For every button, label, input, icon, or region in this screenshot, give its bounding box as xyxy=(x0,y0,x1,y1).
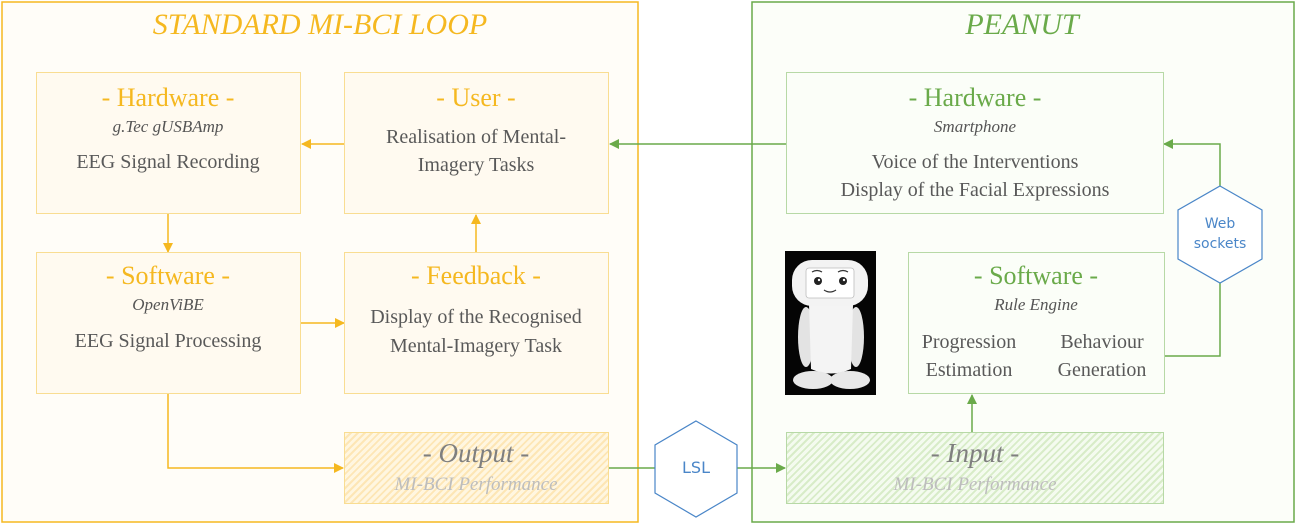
output-box xyxy=(344,432,609,504)
feedback-box xyxy=(344,252,609,394)
right-hardware-box xyxy=(786,72,1164,214)
right-software-box xyxy=(908,252,1165,394)
user-box xyxy=(344,72,609,214)
lsl-label: LSL xyxy=(682,458,710,477)
left-hardware-text: EEG Signal Recording xyxy=(76,151,260,173)
arrow-software-to-output xyxy=(167,394,344,473)
lsl-hexagon xyxy=(654,420,738,518)
output-heading: - Output - xyxy=(422,438,530,468)
input-heading: - Input - xyxy=(930,438,1020,468)
websockets-label-line1: Web xyxy=(1204,216,1236,232)
websockets-label-line2: sockets xyxy=(1193,236,1247,252)
right-software-tool: Rule Engine xyxy=(994,295,1078,314)
left-software-text: EEG Signal Processing xyxy=(74,330,262,352)
right-hardware-text-line2: Display of the Facial Expressions xyxy=(840,179,1110,201)
left-software-tool: OpenViBE xyxy=(132,295,204,314)
feedback-text-line1: Display of the Recognised xyxy=(370,306,582,328)
behaviour-generation-line1: Behaviour xyxy=(1060,331,1144,353)
left-hardware-box xyxy=(36,72,301,214)
arrow-software-to-websockets xyxy=(1165,283,1221,357)
websockets-hexagon xyxy=(1177,185,1263,284)
user-text-line1: Realisation of Mental- xyxy=(386,126,566,148)
robot-icon xyxy=(785,251,876,395)
right-section-title: PEANUT xyxy=(965,8,1079,41)
input-text: MI-BCI Performance xyxy=(893,474,1057,495)
right-hardware-device: Smartphone xyxy=(933,117,1017,136)
left-software-heading: - Software - xyxy=(105,261,231,290)
output-text: MI-BCI Performance xyxy=(394,474,558,495)
arrow-websockets-to-smartphone xyxy=(1163,139,1221,186)
user-text-line2: Imagery Tasks xyxy=(417,154,535,176)
behaviour-generation-line2: Generation xyxy=(1057,359,1147,381)
left-hardware-device: g.Tec gUSBAmp xyxy=(112,117,224,136)
right-hardware-heading: - Hardware - xyxy=(908,83,1042,112)
right-software-heading: - Software - xyxy=(973,261,1099,290)
left-software-box xyxy=(36,252,301,394)
right-hardware-text-line1: Voice of the Interventions xyxy=(871,151,1079,173)
left-section-title: STANDARD MI-BCI LOOP xyxy=(152,8,488,41)
input-box xyxy=(786,432,1164,504)
feedback-text-line2: Mental-Imagery Task xyxy=(389,335,563,357)
user-heading: - User - xyxy=(436,83,516,112)
feedback-heading: - Feedback - xyxy=(411,261,541,290)
left-hardware-heading: - Hardware - xyxy=(101,83,235,112)
progression-estimation-line2: Estimation xyxy=(925,359,1013,381)
progression-estimation-line1: Progression xyxy=(921,331,1017,353)
